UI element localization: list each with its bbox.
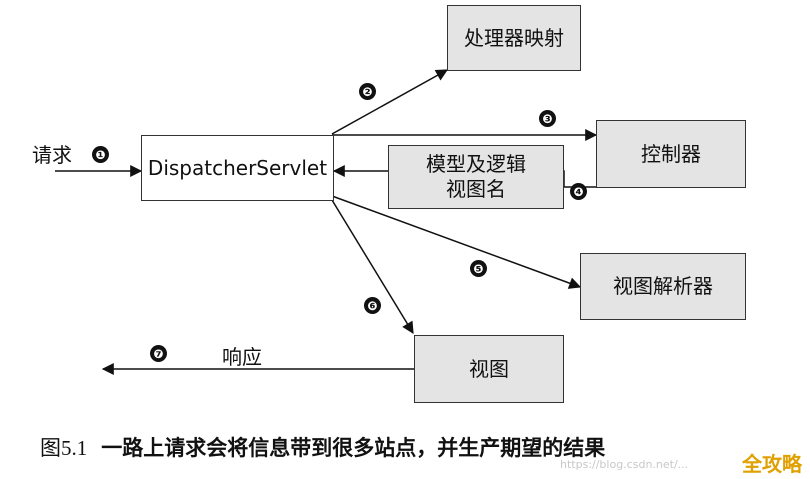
dispatcher-servlet-label: DispatcherServlet [147, 155, 328, 180]
step-7-badge: ❼ [150, 345, 167, 362]
view-box: 视图 [414, 335, 564, 403]
step-2-badge: ❷ [359, 83, 376, 100]
figure-number: 图5.1 [40, 436, 88, 460]
model-view-label-line2: 视图名 [446, 177, 506, 201]
step-4-badge: ❹ [570, 183, 587, 200]
watermark-url: https://blog.csdn.net/... [560, 458, 689, 471]
step-3-badge: ❸ [539, 110, 556, 127]
controller-box: 控制器 [596, 120, 746, 188]
view-resolver-label: 视图解析器 [613, 274, 713, 298]
handler-mapping-label: 处理器映射 [464, 25, 564, 50]
controller-label: 控制器 [641, 141, 701, 166]
view-resolver-box: 视图解析器 [580, 253, 746, 320]
step-5-badge: ❺ [470, 260, 487, 277]
request-label: 请求 [32, 143, 72, 167]
handler-mapping-box: 处理器映射 [447, 5, 581, 71]
step-1-badge: ❶ [92, 146, 109, 163]
figure-caption: 图5.1 一路上请求会将信息带到很多站点，并生产期望的结果 [40, 432, 605, 462]
view-label: 视图 [469, 356, 509, 381]
dispatcher-servlet-box: DispatcherServlet [141, 135, 334, 201]
watermark-brand: 全攻略 [742, 452, 802, 476]
figure-caption-text: 一路上请求会将信息带到很多站点，并生产期望的结果 [101, 436, 606, 460]
arrow-to-handler-mapping [331, 69, 449, 135]
model-view-box: 模型及逻辑 视图名 [388, 145, 564, 209]
arrow-to-view-resolver [331, 195, 582, 289]
step-6-badge: ❻ [364, 297, 381, 314]
response-label: 响应 [222, 345, 262, 369]
model-view-label-line1: 模型及逻辑 [426, 152, 526, 176]
arrow-to-view [331, 199, 414, 335]
